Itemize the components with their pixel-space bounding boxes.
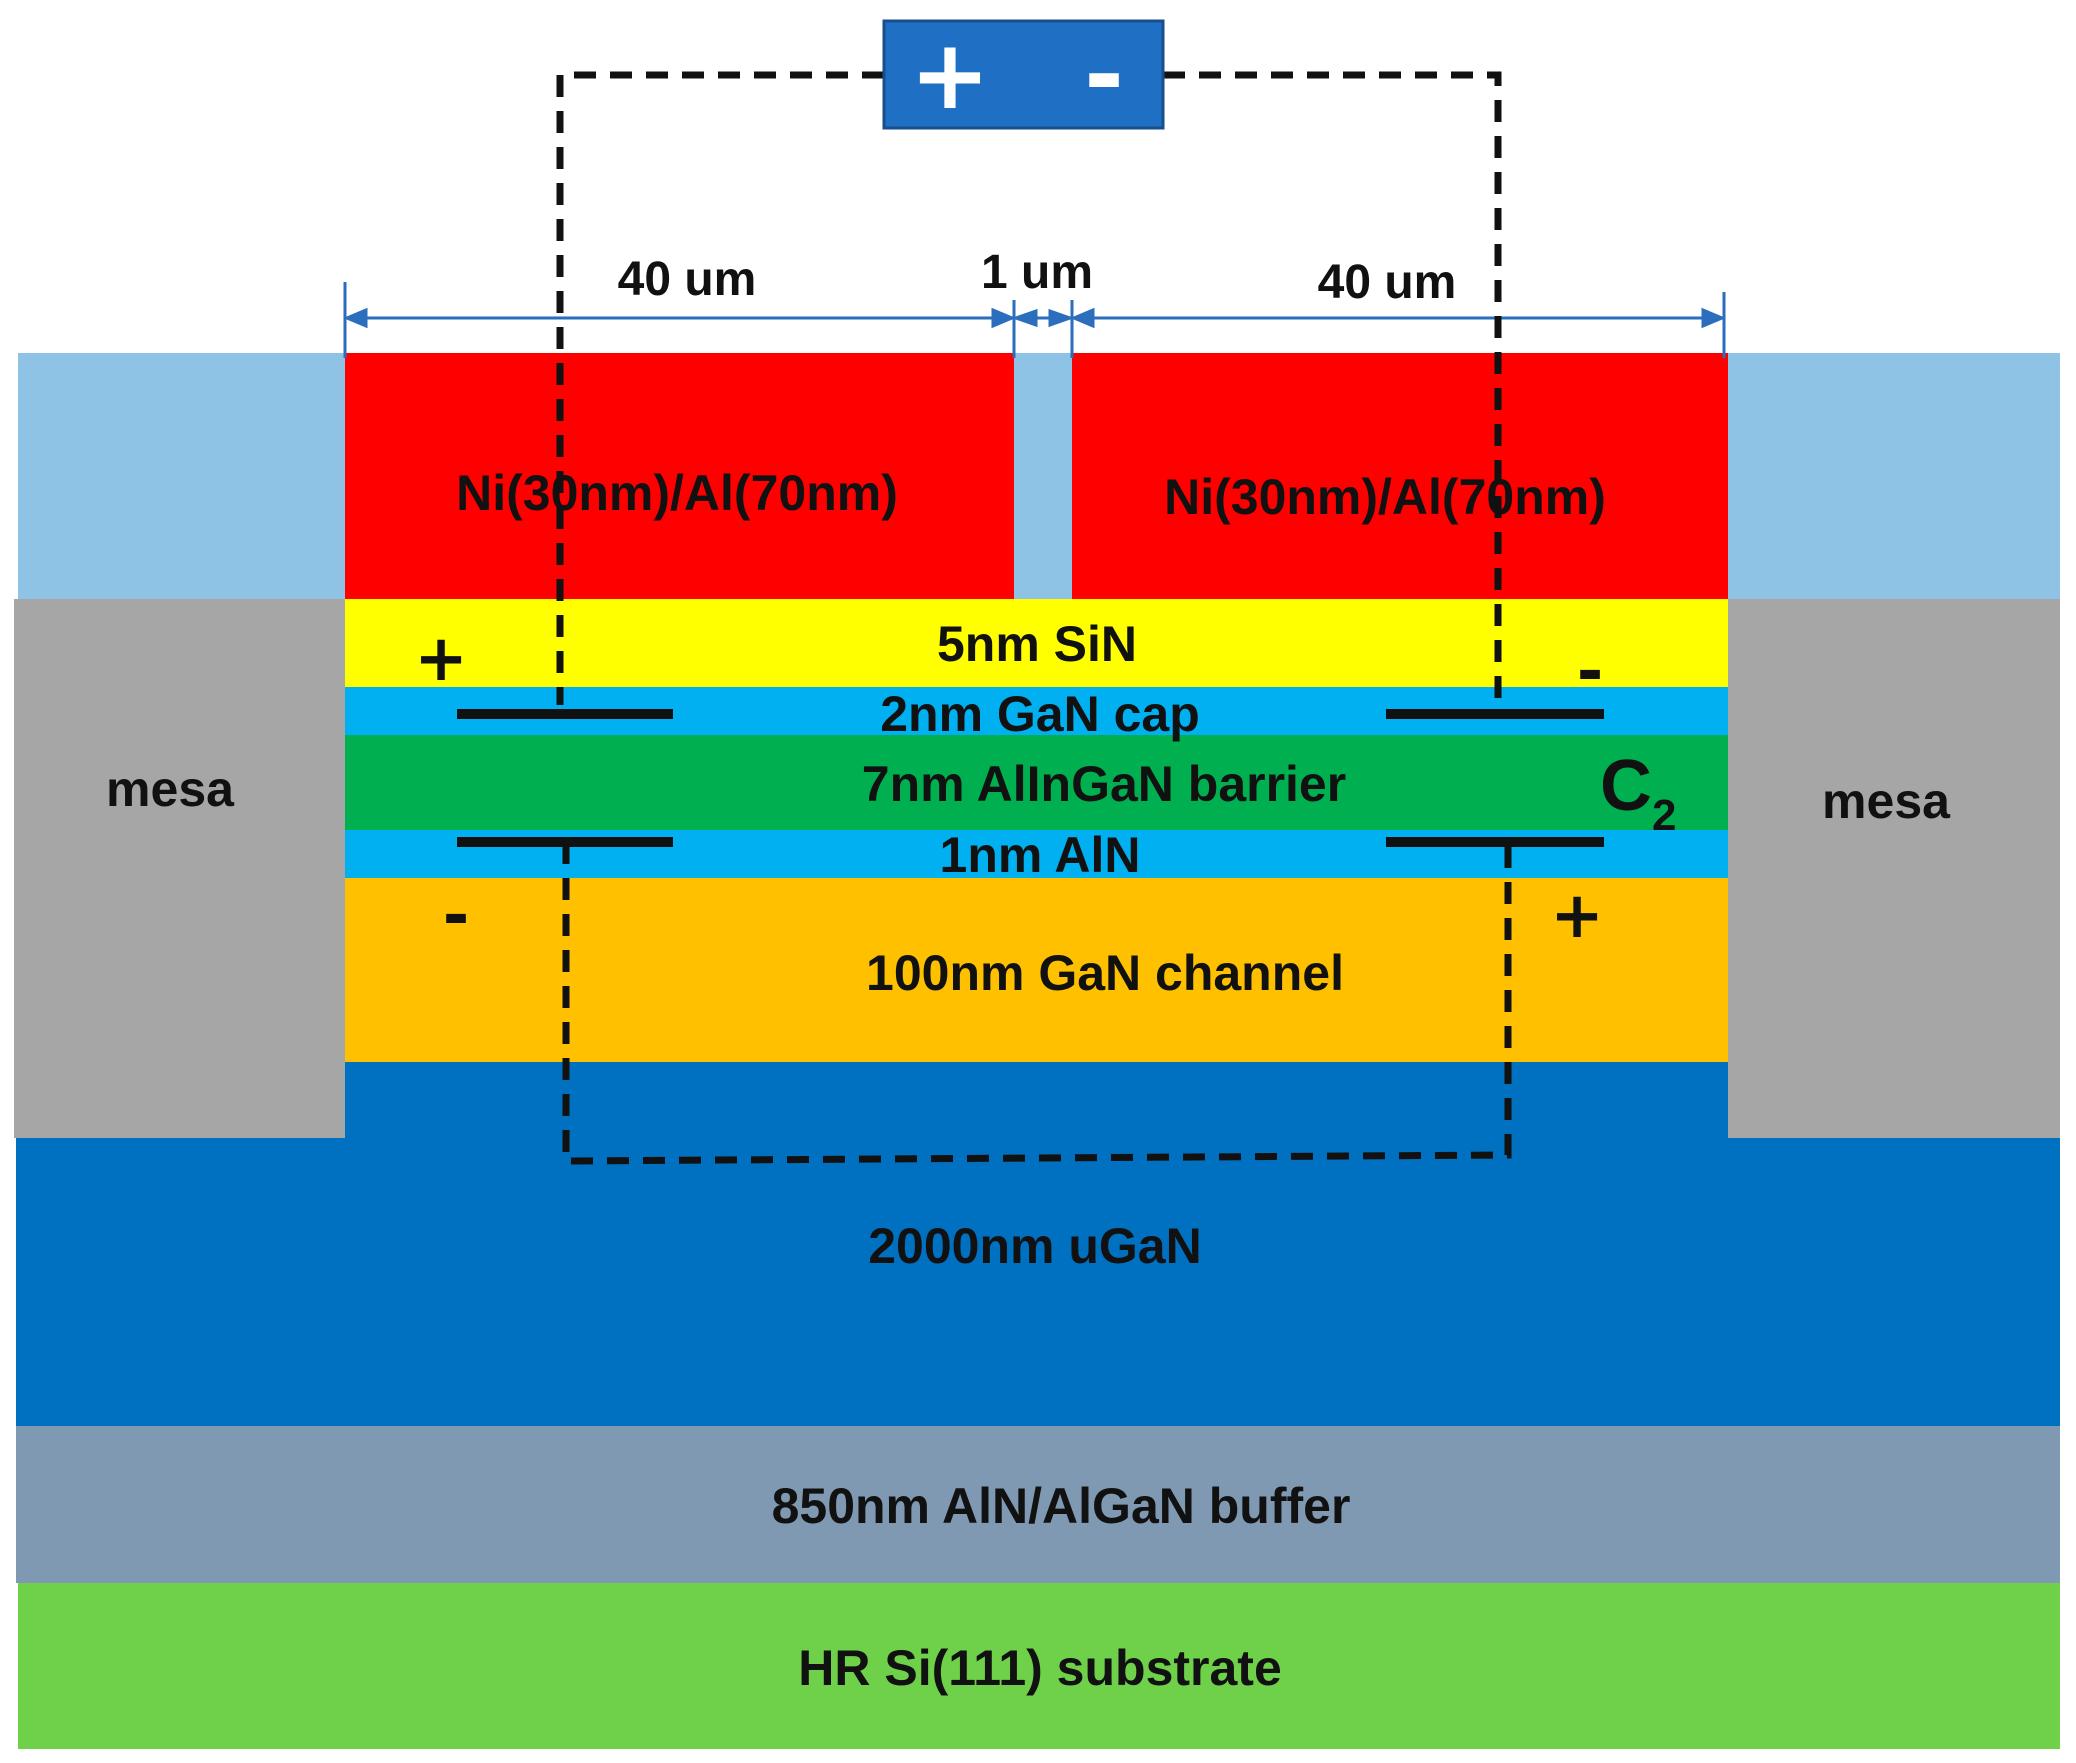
dimension-right-label: 40 um xyxy=(1318,256,1457,309)
electrode-right xyxy=(1072,353,1728,599)
sign-right-top: - xyxy=(1577,635,1604,709)
ugan-layer xyxy=(16,1060,2060,1426)
circuit-dashed-lines xyxy=(556,71,1512,1165)
substrate-label: HR Si(111) substrate xyxy=(798,1640,1282,1696)
passivation-right xyxy=(1728,353,2060,601)
voltage-source xyxy=(882,19,1165,130)
gan-cap-label: 2nm GaN cap xyxy=(880,686,1200,742)
mesa-right-label: mesa xyxy=(1822,773,1951,829)
buffer-layer xyxy=(16,1426,2060,1583)
capacitor-label: C2 xyxy=(1600,746,1676,840)
source-minus-sign: - xyxy=(1084,19,1124,131)
buffer-label: 850nm AlN/AlGaN buffer xyxy=(772,1478,1351,1534)
mesa-right xyxy=(1728,599,2060,1138)
channel-layer xyxy=(345,878,1728,1062)
dimension-arrows xyxy=(343,282,1726,358)
electrode-right-label: Ni(30nm)/Al(70nm) xyxy=(1164,469,1606,525)
channel-label: 100nm GaN channel xyxy=(866,945,1344,1001)
sign-right-bottom: + xyxy=(1550,879,1604,953)
capacitor-label-subscript: 2 xyxy=(1652,791,1676,840)
electrode-left xyxy=(345,353,1014,599)
passivation-left xyxy=(18,353,347,601)
mesa-left xyxy=(14,599,345,1138)
dimension-left-label: 40 um xyxy=(618,253,757,306)
capacitor-plates xyxy=(457,709,1604,847)
electrode-left-label: Ni(30nm)/Al(70nm) xyxy=(456,465,898,521)
barrier-label: 7nm AlInGaN barrier xyxy=(862,756,1346,812)
dimension-gap-label: 1 um xyxy=(981,246,1093,299)
ugan-label: 2000nm uGaN xyxy=(868,1218,1201,1274)
capacitor-label-main: C xyxy=(1600,746,1652,826)
aln-label: 1nm AlN xyxy=(940,827,1141,883)
mesa-left-label: mesa xyxy=(106,761,235,817)
sign-left-bottom: - xyxy=(443,879,470,953)
source-plus-sign: + xyxy=(910,19,990,131)
sin-label: 5nm SiN xyxy=(937,616,1137,672)
sign-left-top: + xyxy=(414,622,468,696)
passivation-gap xyxy=(1014,353,1072,601)
substrate-layer xyxy=(18,1583,2060,1749)
barrier-layer xyxy=(345,735,1728,830)
